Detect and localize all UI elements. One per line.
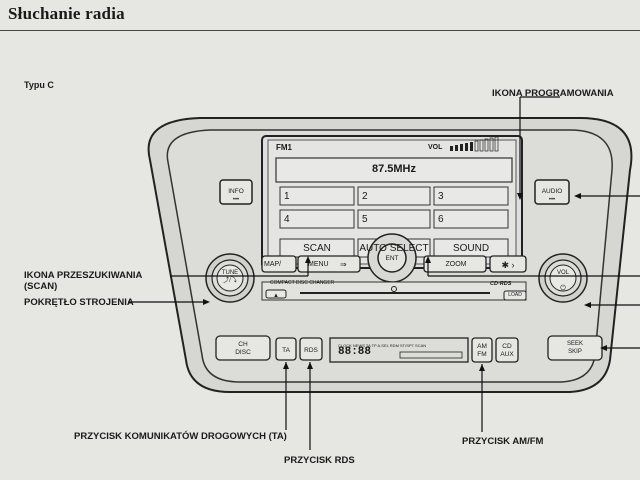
band-label: FM1: [276, 143, 292, 152]
lcd-bars: [399, 351, 463, 359]
seek-label[interactable]: SEEK: [566, 341, 583, 347]
load-button[interactable]: LOAD: [508, 292, 522, 298]
preset-3[interactable]: 3: [438, 191, 444, 202]
lcd-panel: [329, 337, 469, 363]
ch-label[interactable]: CH: [238, 341, 248, 348]
preset-box-4: [279, 209, 355, 229]
preset-2[interactable]: 2: [362, 191, 368, 202]
aux-label: AUX: [500, 351, 514, 358]
am-label[interactable]: AM: [477, 343, 487, 350]
map-button[interactable]: MAP/: [264, 261, 282, 268]
vol-label: VOL: [428, 144, 443, 151]
star-button-frame: [489, 255, 527, 273]
type-label: Typu C: [24, 80, 54, 90]
svg-text:▲: ▲: [273, 293, 279, 299]
svg-text:•••: •••: [549, 197, 555, 203]
callout-ta-button: PRZYCISK KOMUNIKATÓW DROGOWYCH (TA): [74, 431, 287, 442]
preset-box-2: [357, 186, 431, 206]
title-rule: [0, 30, 640, 31]
callout-am-fm-button: PRZYCISK AM/FM: [462, 436, 544, 447]
frequency-box: [275, 157, 513, 183]
callout-rds-button: PRZYCISK RDS: [284, 455, 355, 466]
cd-changer-label: COMPACT DISC CHANGER: [270, 280, 335, 286]
callout-programming-icon: IKONA PROGRAMOWANIA: [492, 88, 614, 99]
lcd-segment-labels: CLOCK NEWS TA TP A.SEL RDM ST/SPT SCAN: [338, 343, 427, 348]
vol-bar: [450, 136, 499, 152]
frequency-display: 87.5MHz: [371, 163, 417, 175]
ent-knob-inner: [377, 243, 407, 273]
disc-label: DISC: [235, 349, 251, 356]
load-button-frame: [503, 290, 527, 301]
audio-button[interactable]: AUDIO: [541, 188, 563, 195]
page-title: Słuchanie radia: [8, 4, 125, 23]
fm-label: FM: [477, 351, 487, 358]
auto-select-softkey[interactable]: AUTO SELECT: [359, 243, 429, 254]
svg-text:✱ ›: ✱ ›: [501, 260, 514, 270]
preset-1[interactable]: 1: [284, 191, 290, 202]
callout-scan-icon: IKONA PRZESZUKIWANIA: [24, 270, 143, 281]
info-button-frame: [219, 179, 253, 205]
callout-tuning-knob: POKRĘTŁO STROJENIA: [24, 297, 134, 308]
ch-disc-button-frame: [215, 335, 271, 361]
sound-softkey[interactable]: SOUND: [452, 243, 490, 254]
audio-button-frame: [534, 179, 570, 205]
preset-5[interactable]: 5: [362, 214, 368, 225]
menu-button-frame: [297, 255, 361, 273]
skip-label: SKIP: [568, 349, 582, 355]
tune-arrows: ⤴/⤵: [223, 278, 237, 284]
preset-box-6: [433, 209, 509, 229]
callout-scan-icon-2: (SCAN): [24, 281, 58, 292]
svg-text:⏻: ⏻: [560, 284, 566, 292]
preset-box-3: [433, 186, 509, 206]
ta-button-frame: [275, 337, 297, 361]
map-button-frame: [261, 255, 297, 273]
preset-box-5: [357, 209, 431, 229]
vol-knob-inner: [549, 264, 577, 292]
svg-text:•••: •••: [233, 197, 239, 203]
vol-knob-label[interactable]: VOL: [556, 270, 569, 276]
svg-text:⇒: ⇒: [340, 260, 347, 269]
cd-logo: CD·RDS: [490, 281, 512, 287]
preset-box-1: [279, 186, 355, 206]
cd-label[interactable]: CD: [502, 343, 512, 350]
eject-button-frame: [265, 289, 287, 299]
lcd-digits: 88:88: [338, 346, 372, 358]
rds-button-frame: [299, 337, 323, 361]
ent-button[interactable]: ENT: [385, 255, 399, 262]
zoom-button-frame: [423, 255, 487, 273]
scan-softkey[interactable]: SCAN: [303, 243, 331, 254]
ta-button[interactable]: TA: [282, 347, 290, 354]
info-button[interactable]: INFO: [228, 188, 244, 195]
tune-label[interactable]: TUNE: [221, 270, 239, 276]
leader-lines: [128, 96, 640, 450]
zoom-button[interactable]: ZOOM: [445, 261, 467, 268]
cd-aux-button-frame: [495, 337, 519, 363]
rds-button[interactable]: RDS: [304, 347, 318, 354]
preset-4[interactable]: 4: [284, 214, 290, 225]
am-fm-button-frame: [471, 337, 493, 363]
tune-knob-inner: [216, 264, 244, 292]
preset-6[interactable]: 6: [438, 214, 444, 225]
menu-button[interactable]: MENU: [308, 261, 329, 268]
